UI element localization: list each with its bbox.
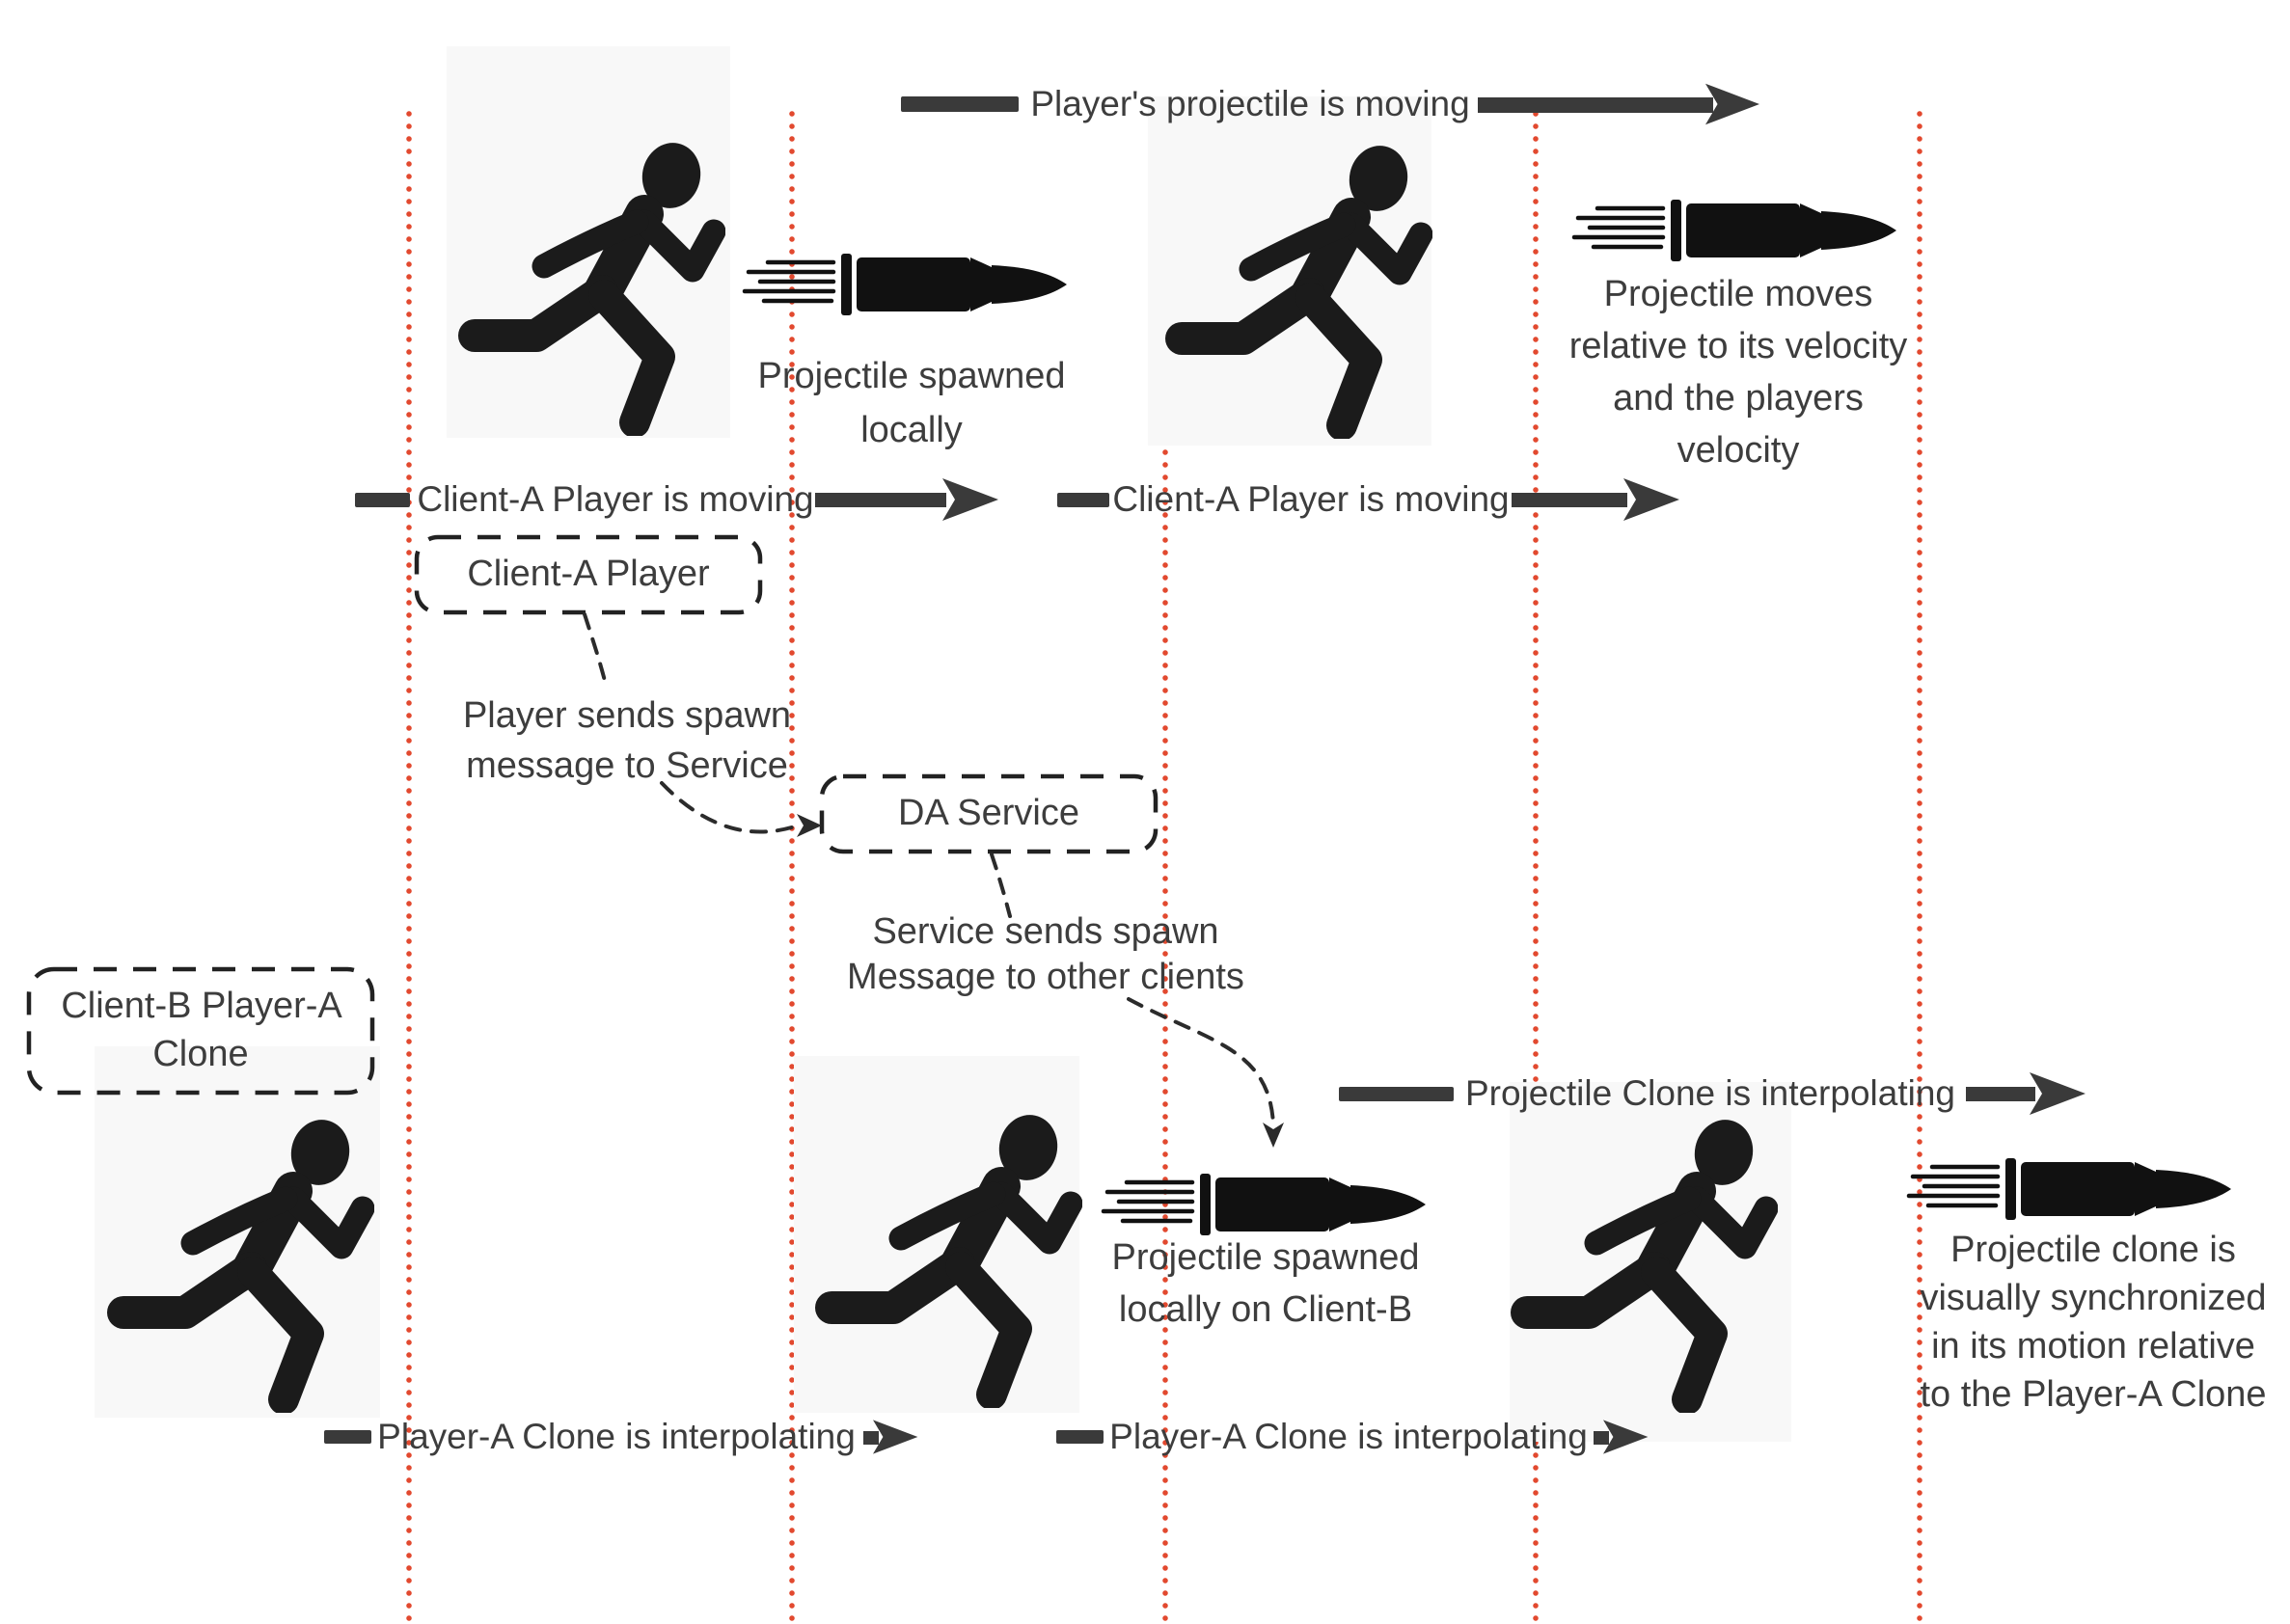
note-service-sends-spawn: Service sends spawn Message to other cli… [847,911,1244,997]
arrow-right-icon [815,478,998,521]
arrow-right-icon [1512,478,1679,521]
arrow-tail-bar [1339,1087,1454,1101]
da-service-box: DA Service [820,774,1158,852]
arrow-right-icon [1478,83,1759,125]
connector-note-to-client-b-bullet [1127,997,1275,1126]
timeline-line-5 [1916,108,1923,1624]
timeline-line-3 [1161,108,1169,1624]
arrow-tail-bar [901,96,1019,112]
da-service-box-label: DA Service [898,793,1079,833]
players-projectile-moving-label: Player's projectile is moving [1030,84,1470,123]
da-service-box-outline [819,773,1159,854]
timeline-line-2 [788,108,796,1624]
client-b-clone-box-label: Client-B Player-A Clone [61,986,341,1074]
arrow-right-icon [1594,1420,1649,1454]
note-projectile-moves-relative: Projectile moves relative to its velocit… [1568,274,1908,471]
client-b-clone-box: Client-B Player-A Clone [27,967,374,1093]
note-projectile-spawned-locally: Projectile spawned locally [757,356,1066,450]
note-projectile-spawned-client-b: Projectile spawned locally on Client-B [1111,1237,1420,1330]
arrow-tail-bar [1056,1430,1104,1444]
arrow-right-icon [1966,1072,2086,1115]
arrow-tail-bar [324,1430,371,1444]
player-a-clone-interpolating-label-2: Player-A Clone is interpolating [1109,1417,1588,1456]
client-b-clone-box-outline [26,966,375,1096]
note-player-sends-spawn: Player sends spawn message to Service [462,695,792,786]
note-projectile-clone-synchronized: Projectile clone is visually synchronize… [1920,1230,2267,1415]
arrow-right-icon [863,1420,918,1454]
projectile-clone-interpolating-label: Projectile Clone is interpolating [1465,1073,1955,1113]
arrow-tail-bar [1057,493,1109,507]
client-a-player-box-label: Client-A Player [467,554,710,594]
client-a-moving-label-2: Client-A Player is moving [1112,479,1510,519]
client-a-moving-label-1: Client-A Player is moving [417,479,814,519]
dashed-arrowhead-right-icon [797,814,822,837]
player-a-clone-interpolating-label-1: Player-A Clone is interpolating [377,1417,856,1456]
dashed-arrowhead-down-icon [1263,1123,1284,1148]
connector-clienta-box-to-note [583,612,607,683]
timeline-line-1 [405,108,413,1624]
arrow-tail-bar [355,493,410,507]
connector-da-box-to-note [990,853,1012,918]
client-a-player-box: Client-A Player [415,535,762,612]
timeline-line-4 [1532,108,1540,1624]
connector-note-to-da-service [660,781,803,834]
